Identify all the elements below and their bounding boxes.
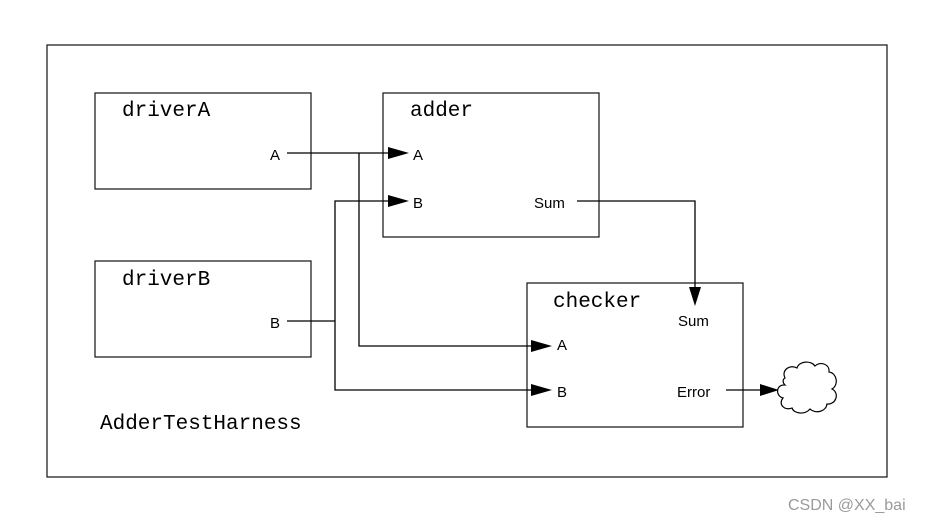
adder-port-sum: Sum	[534, 195, 565, 212]
checker-box	[526, 282, 744, 428]
wire-driverB-to-adderB	[334, 200, 393, 321]
adder-port-b: B	[413, 195, 423, 212]
watermark: CSDN @XX_bai	[788, 497, 906, 514]
driverA-title: driverA	[122, 100, 211, 123]
driverB-port-out: B	[270, 315, 280, 332]
checker-port-b: B	[557, 384, 567, 401]
driverB-box	[94, 260, 312, 358]
cloud-icon	[777, 361, 837, 414]
driverA-port-out: A	[270, 147, 280, 164]
wire-driverA-to-checkerA	[358, 153, 537, 347]
wire-driverB-to-checkerB	[334, 321, 537, 391]
arrowhead-error-out	[760, 384, 779, 396]
driverA-block: driverA A	[94, 92, 312, 190]
arrowhead-checker-sum	[689, 287, 701, 306]
checker-port-a: A	[557, 337, 567, 354]
driverB-title: driverB	[122, 269, 210, 292]
driverA-box	[94, 92, 312, 190]
arrowhead-adder-a	[388, 147, 409, 159]
harness-label: AdderTestHarness	[100, 413, 302, 436]
driverB-block: driverB B	[94, 260, 312, 358]
arrowhead-checker-b	[531, 384, 552, 396]
arrowhead-adder-b	[388, 195, 409, 207]
checker-title: checker	[553, 291, 641, 314]
adder-title: adder	[410, 100, 473, 123]
arrowhead-checker-a	[531, 340, 552, 352]
checker-port-error: Error	[677, 384, 710, 401]
wire-adderSum-to-checkerSum	[577, 200, 696, 292]
adder-box	[382, 92, 600, 238]
adder-port-a: A	[413, 147, 423, 164]
checker-block: checker Sum A B Error	[526, 282, 744, 428]
checker-port-sum: Sum	[678, 313, 709, 330]
adder-block: adder A B Sum	[382, 92, 600, 238]
